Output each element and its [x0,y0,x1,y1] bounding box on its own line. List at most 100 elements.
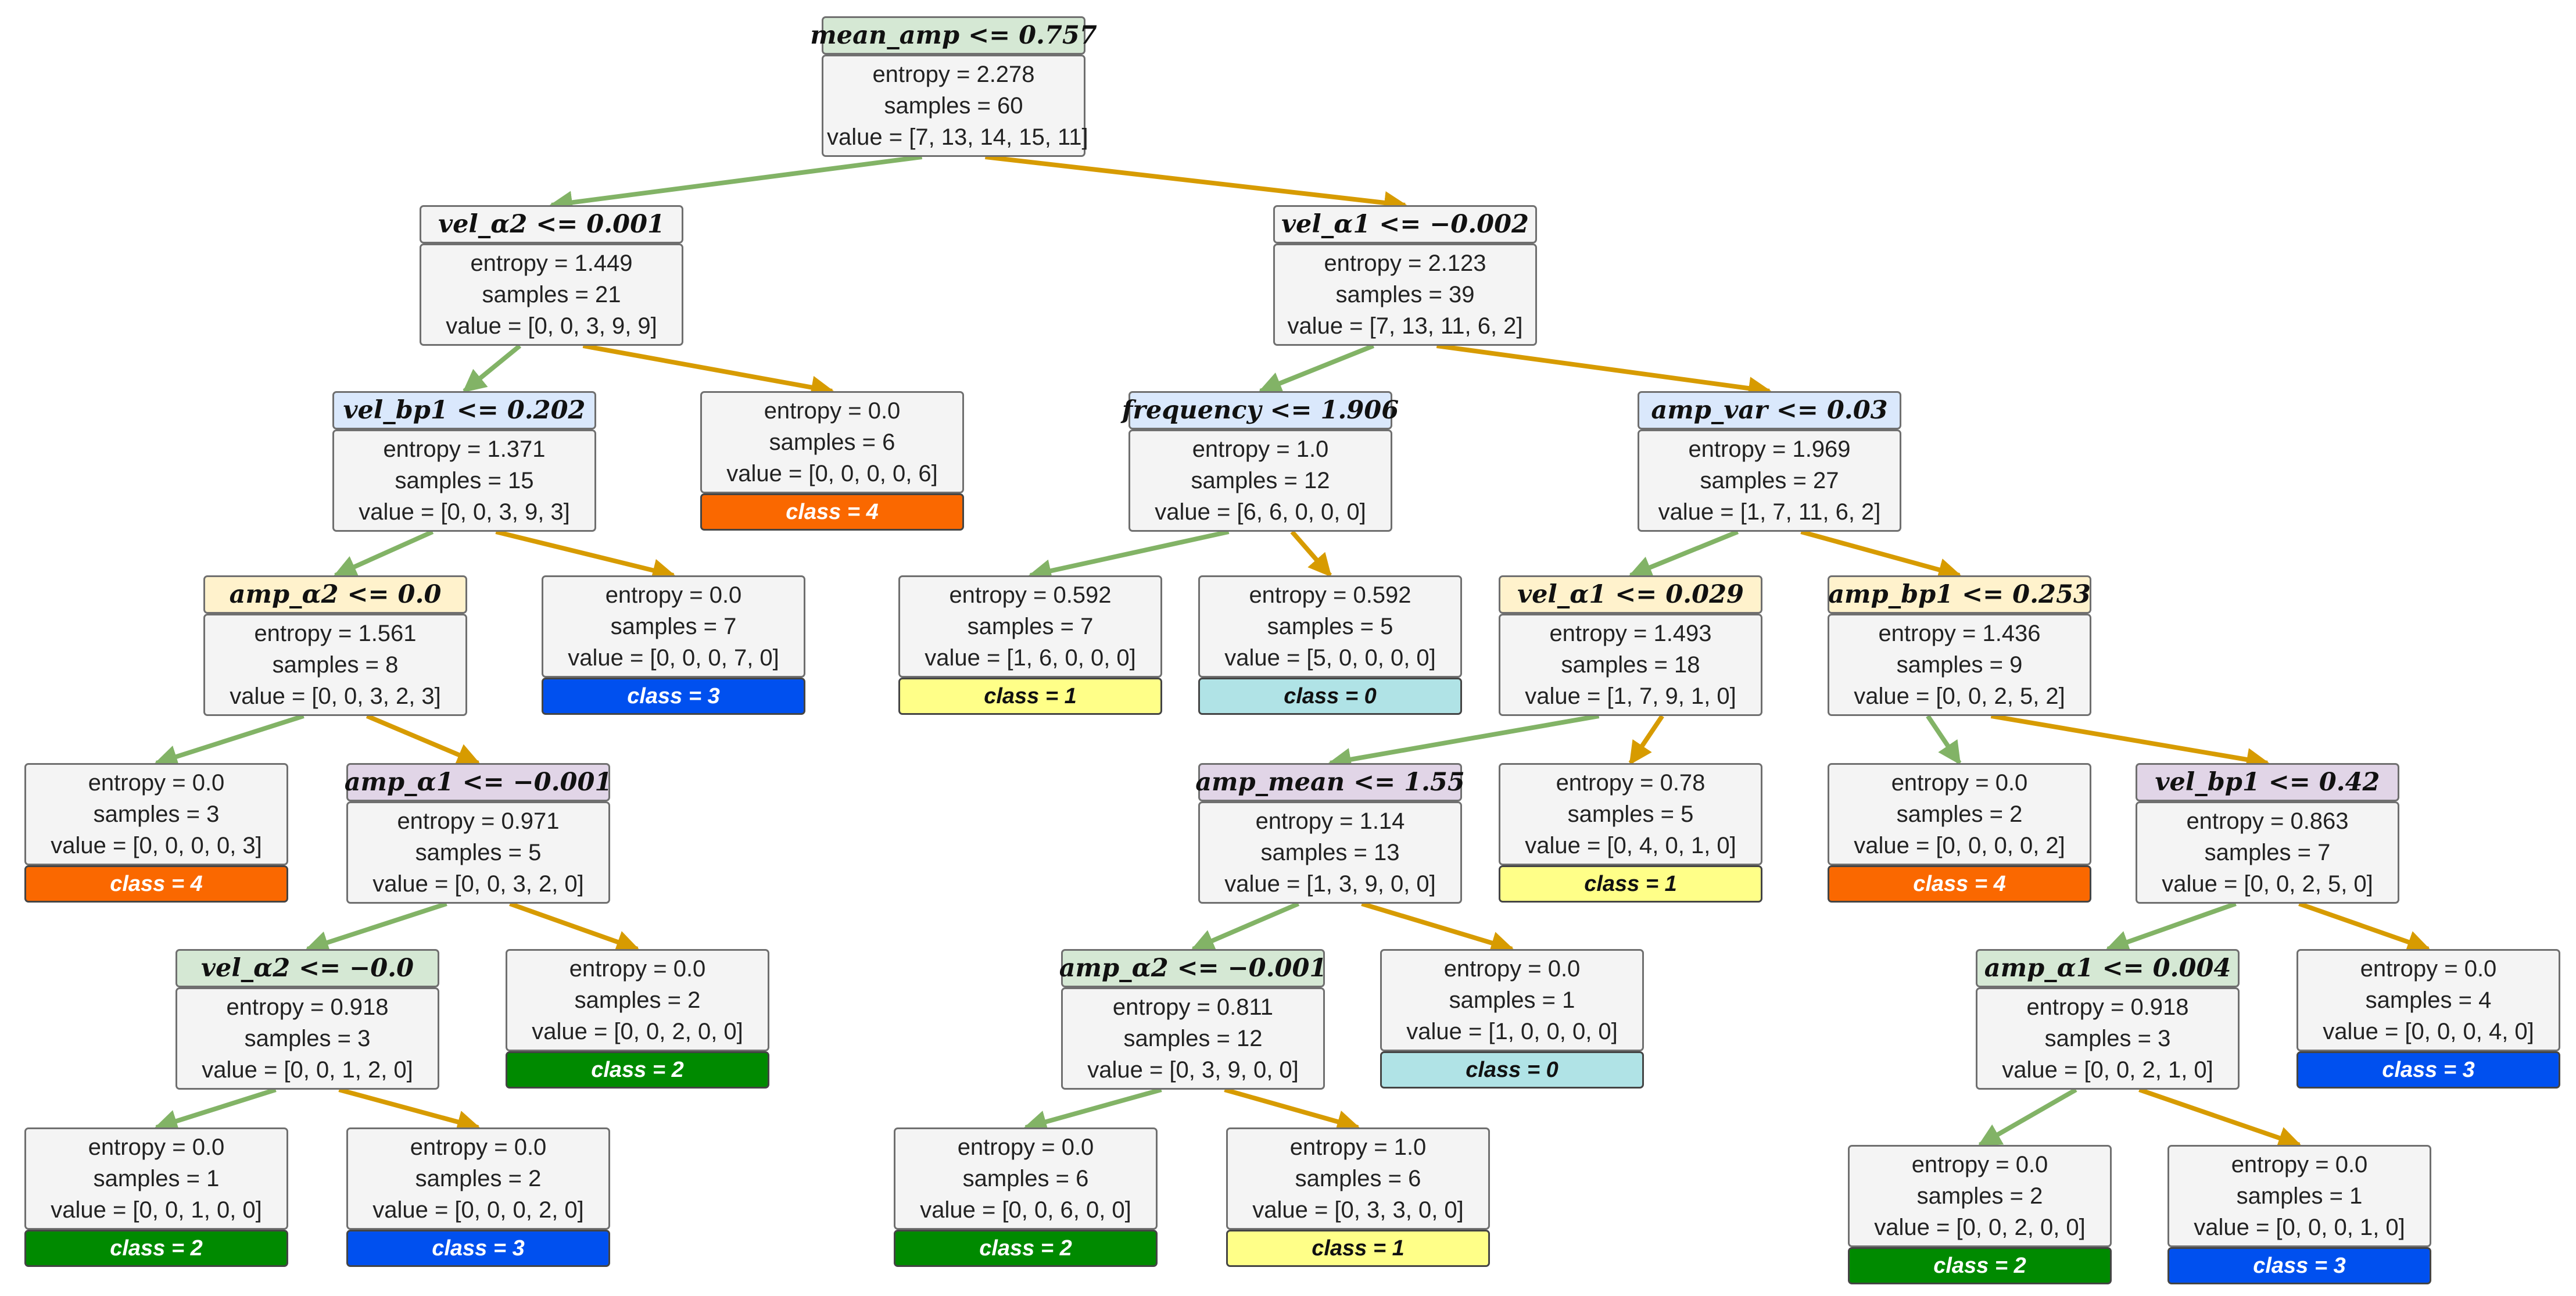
split-condition: vel_bp1 <= 0.202 [332,391,596,429]
class-label: class = 0 [1380,1051,1644,1089]
node-value: value = [0, 0, 2, 5, 0] [2162,871,2373,897]
node-entropy: entropy = 1.14 [1255,808,1405,834]
node-entropy: entropy = 2.123 [1324,250,1486,276]
node-value: value = [0, 0, 0, 0, 2] [1854,833,2065,858]
node-entropy: entropy = 0.592 [1249,582,1411,608]
false-branch-edge [1361,901,1514,954]
class-label: class = 1 [1226,1230,1490,1267]
node-samples: samples = 5 [1267,614,1393,639]
node-value: value = [0, 0, 3, 2, 3] [230,683,441,709]
node-value: value = [0, 0, 6, 0, 0] [920,1197,1131,1223]
node-entropy: entropy = 0.918 [2026,994,2189,1020]
class-label: class = 3 [346,1230,610,1267]
split-condition: vel_bp1 <= 0.42 [2136,763,2399,801]
node-samples: samples = 7 [967,614,1094,639]
node-value: value = [0, 3, 3, 0, 0] [1252,1197,1464,1223]
node-entropy: entropy = 0.0 [569,956,706,982]
node-samples: samples = 2 [415,1166,542,1191]
node-value: value = [0, 4, 0, 1, 0] [1525,833,1736,858]
false-branch-edge [1224,1087,1360,1133]
class-label: class = 2 [1848,1247,2112,1284]
node-entropy: entropy = 0.863 [2186,808,2349,834]
node-entropy: entropy = 0.78 [1556,770,1706,796]
true-branch-edge [1258,343,1375,395]
node-entropy: entropy = 0.0 [88,1134,225,1160]
true-branch-edge [2105,901,2237,953]
split-condition: amp_α2 <= 0.0 [203,575,467,614]
true-branch-edge [1977,1087,2077,1147]
false-branch-edge [495,529,676,582]
node-samples: samples = 4 [2365,987,2492,1013]
node-samples: samples = 2 [1916,1183,2043,1209]
true-branch-edge [154,714,304,768]
node-value: value = [1, 3, 9, 0, 0] [1224,871,1436,897]
node-value: value = [0, 3, 9, 0, 0] [1087,1057,1299,1083]
split-condition: amp_var <= 0.03 [1638,391,1901,429]
node-samples: samples = 5 [1567,801,1694,827]
true-branch-edge [333,529,434,578]
node-samples: samples = 3 [2044,1026,2171,1051]
split-condition: vel_α1 <= −0.002 [1273,205,1537,244]
class-label: class = 1 [1499,865,1762,903]
node-samples: samples = 6 [769,429,895,455]
node-entropy: entropy = 0.0 [605,582,742,608]
node-value: value = [0, 0, 2, 5, 2] [1854,683,2065,709]
class-label: class = 4 [700,493,964,531]
class-label: class = 1 [898,678,1162,715]
true-branch-edge [154,1087,277,1133]
node-entropy: entropy = 1.0 [1289,1134,1427,1160]
node-entropy: entropy = 0.0 [957,1134,1094,1160]
node-samples: samples = 6 [1295,1166,1421,1191]
class-label: class = 2 [506,1051,769,1089]
node-entropy: entropy = 1.371 [383,436,546,462]
node-value: value = [0, 0, 2, 0, 0] [1874,1215,2086,1240]
node-entropy: entropy = 0.0 [2231,1152,2368,1177]
node-value: value = [0, 0, 0, 0, 3] [51,833,262,858]
node-value: value = [0, 0, 0, 4, 0] [2323,1019,2534,1044]
class-label: class = 3 [2296,1051,2560,1089]
node-samples: samples = 5 [415,840,542,865]
node-samples: samples = 27 [1700,468,1839,493]
class-label: class = 3 [2167,1247,2431,1284]
node-samples: samples = 1 [2236,1183,2363,1209]
false-branch-edge [509,901,640,953]
false-branch-edge [1990,714,2270,771]
node-samples: samples = 9 [1896,652,2023,678]
split-condition: mean_amp <= 0.757 [810,16,1097,55]
node-value: value = [6, 6, 0, 0, 0] [1155,499,1366,525]
node-entropy: entropy = 1.561 [254,621,417,646]
node-samples: samples = 60 [884,93,1023,119]
node-entropy: entropy = 1.0 [1192,436,1329,462]
node-samples: samples = 18 [1561,652,1700,678]
node-entropy: entropy = 0.811 [1112,994,1274,1020]
class-label: class = 0 [1198,678,1462,715]
node-entropy: entropy = 0.0 [1443,956,1581,982]
